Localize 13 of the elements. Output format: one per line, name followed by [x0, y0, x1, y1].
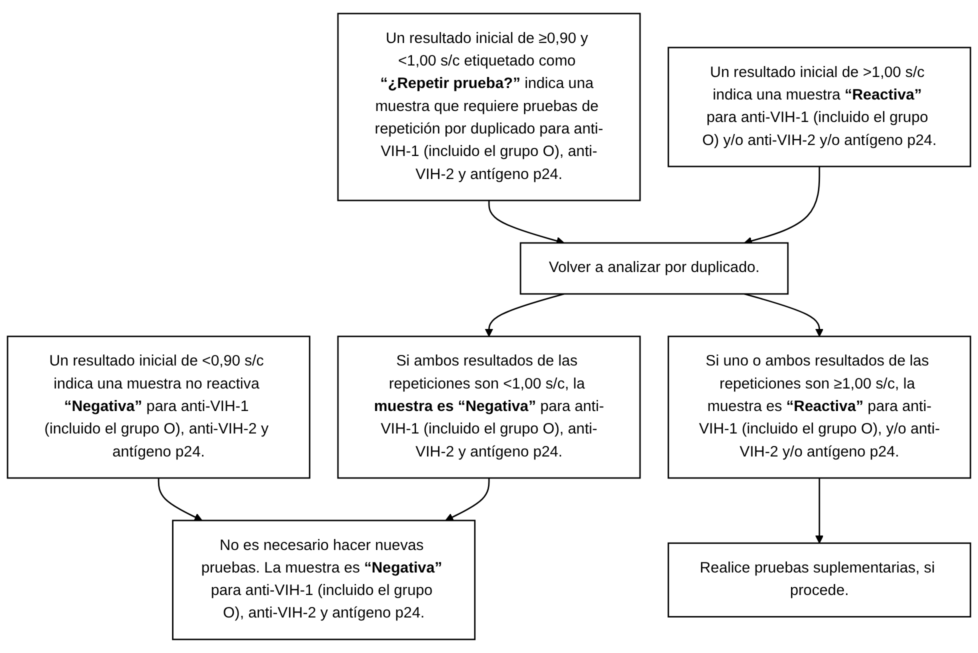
- arrow: [484, 293, 564, 337]
- node-box: Un resultado inicial de <0,90 s/c indica una muestra no reactiva “Negativa” para anti-VIH-1 (incluido el grupo O), anti-VIH-2 y antígeno p24.: [6, 336, 310, 479]
- arrow: [445, 478, 490, 521]
- arrow: [815, 478, 824, 544]
- node-box: No es necesario hacer nuevas pruebas. La muestra es “Negativa” para anti-VIH-1 (incluido el grupo O), anti-VIH-2 y antígeno p24.: [172, 520, 476, 640]
- node-box: Si ambos resultados de las repeticiones son <1,00 s/c, la muestra es “Negativa” para anti-VIH-1 (incluido el grupo O), anti-VIH-2 y antígeno p24.: [337, 336, 641, 479]
- arrow: [744, 293, 824, 337]
- node-box: Realice pruebas suplementarias, si procede.: [668, 542, 972, 618]
- arrow: [158, 478, 202, 521]
- node-box: Un resultado inicial de >1,00 s/c indica una muestra “Reactiva” para anti-VIH-1 (incluido el grupo O) y/o anti-VIH-2 y/o antígeno p24.: [668, 46, 972, 168]
- node-box: Volver a analizar por duplicado.: [520, 242, 789, 295]
- node-box: Un resultado inicial de ≥0,90 y <1,00 s/c etiquetado como “¿Repetir prueba?” indica una muestra que requiere pruebas de repetición por duplicado para anti-VIH-1 (incluido el grupo O), anti-VIH-2 y antígeno p24.: [337, 12, 641, 202]
- node-box: Si uno o ambos resultados de las repeticiones son ≥1,00 s/c, la muestra es “Reactiva” para anti-VIH-1 (incluido el grupo O), y/o anti-VIH-2 y/o antígeno p24.: [668, 336, 972, 479]
